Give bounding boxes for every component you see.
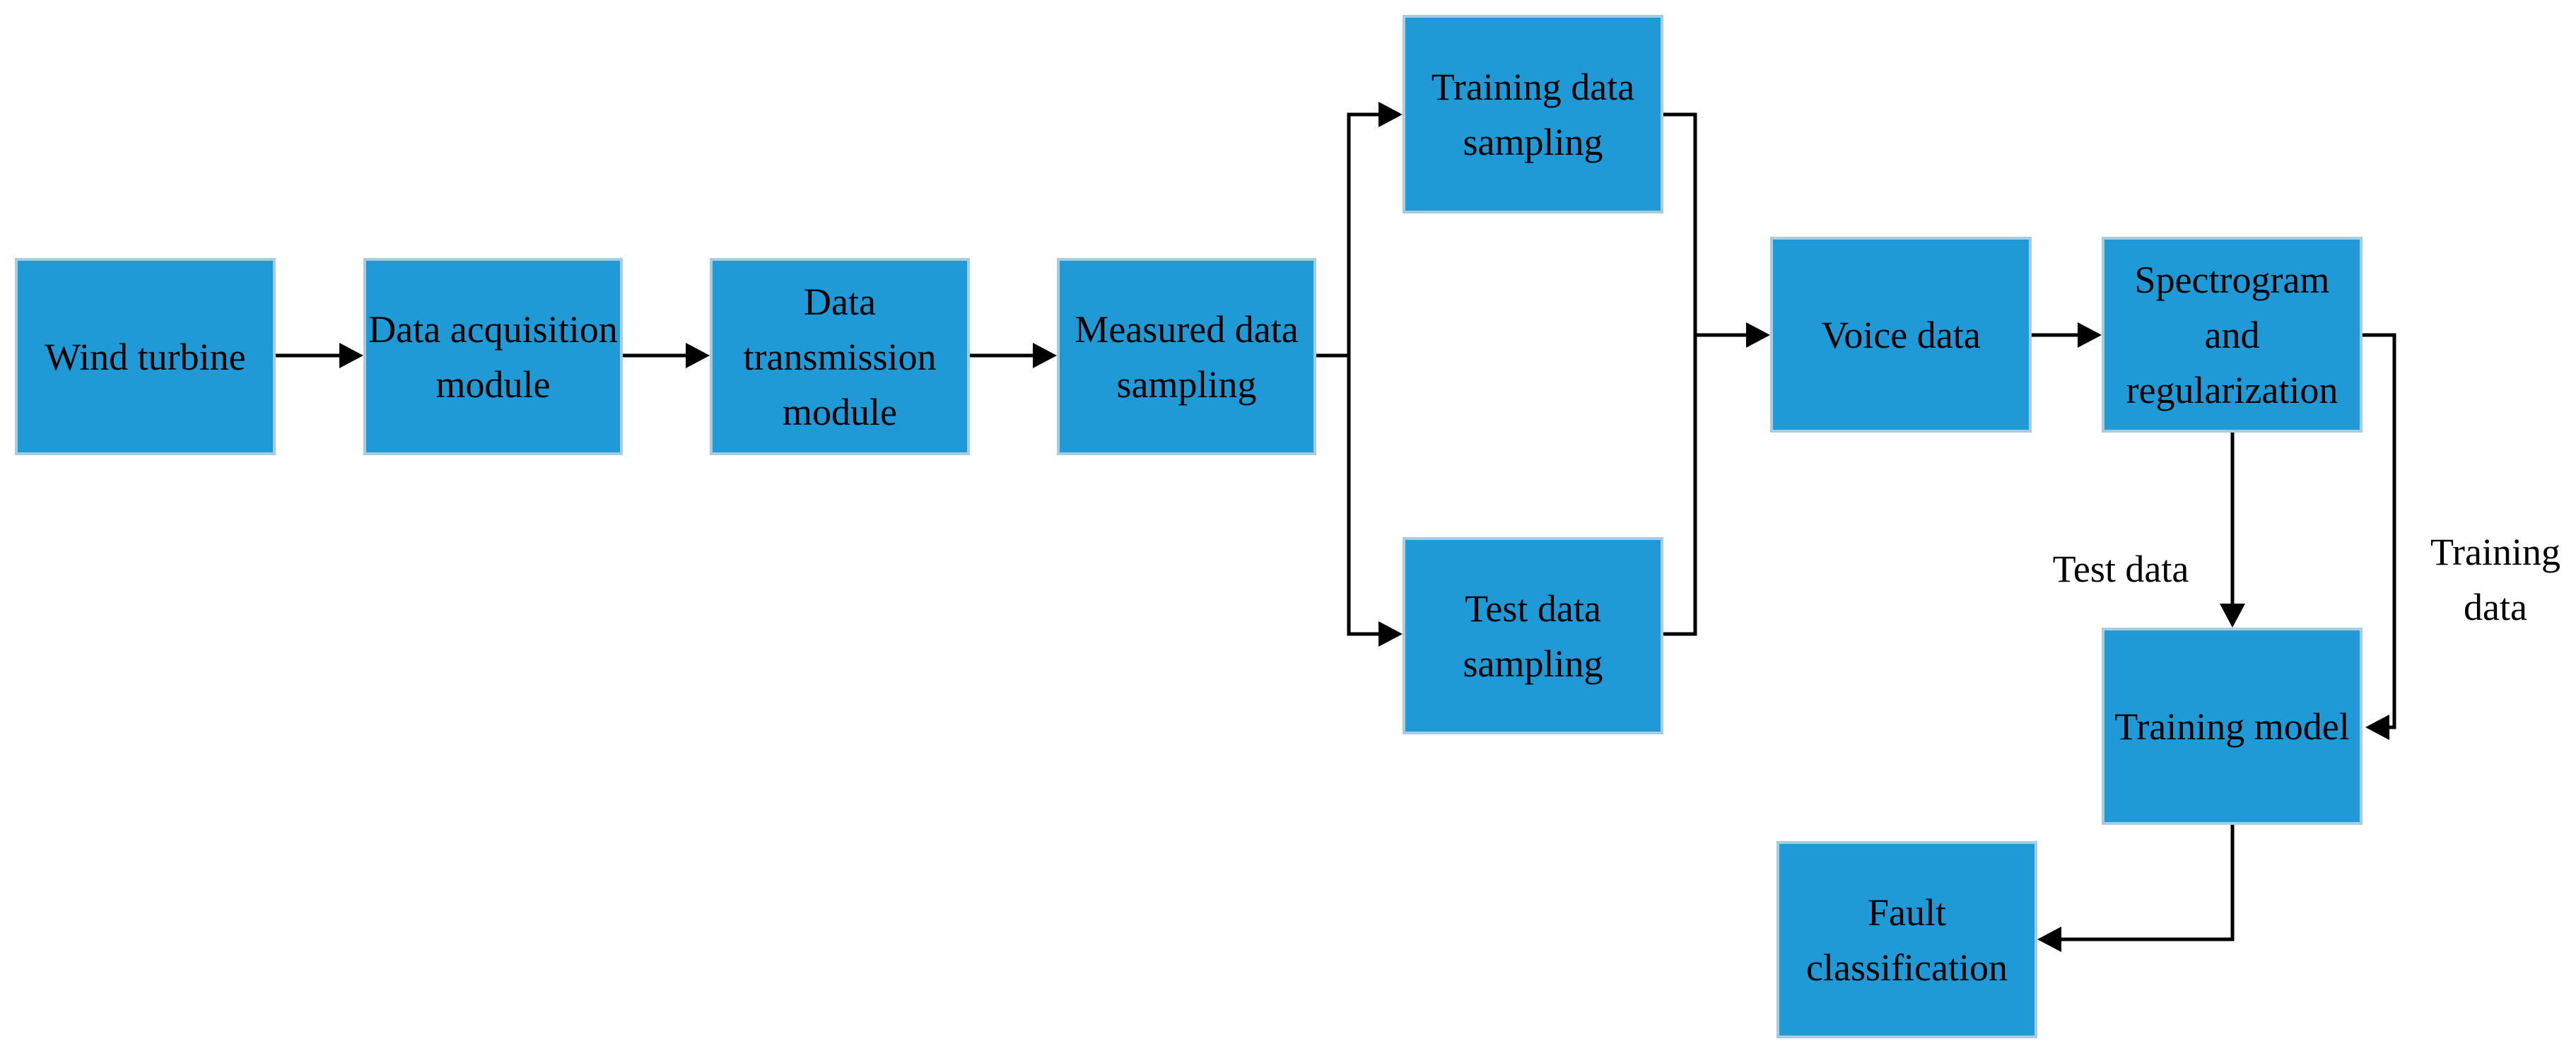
edge-model-to-fault xyxy=(2061,825,2235,941)
arrowhead xyxy=(2220,604,2245,628)
arrowhead xyxy=(2365,715,2389,740)
edge-training-to-voice xyxy=(1663,112,1697,636)
edge-spectrogram-to-model-training xyxy=(2363,333,2396,729)
arrowhead xyxy=(1378,621,1403,647)
node-test-data-sampling: Test data sampling xyxy=(1403,537,1663,734)
edge-label-test-data: Test data xyxy=(2052,548,2189,590)
arrowhead xyxy=(1746,322,1770,348)
node-voice-data: Voice data xyxy=(1770,237,2032,433)
edge-label-training-data: Training data xyxy=(2430,531,2561,628)
edge-split-to-test xyxy=(1347,356,1378,636)
arrowhead xyxy=(2078,322,2102,348)
node-training-data-sampling: Training data sampling xyxy=(1403,15,1663,213)
arrowhead xyxy=(1033,343,1057,368)
edge-measured-to-split xyxy=(1316,112,1378,358)
arrowhead xyxy=(1378,102,1403,127)
node-data-transmission-module: Data transmission module xyxy=(710,258,970,455)
node-data-acquisition-module: Data acquisition module xyxy=(363,258,623,455)
arrowhead xyxy=(339,343,363,368)
node-wind-turbine: Wind turbine xyxy=(15,258,276,455)
node-fault-classification: Fault classification xyxy=(1776,841,2037,1038)
node-training-model: Training model xyxy=(2102,628,2363,825)
node-spectrogram-and-regularization: Spectrogram and regularization xyxy=(2102,237,2363,433)
arrowhead xyxy=(686,343,710,368)
node-measured-data-sampling: Measured data sampling xyxy=(1057,258,1316,455)
arrowhead xyxy=(2037,927,2061,952)
